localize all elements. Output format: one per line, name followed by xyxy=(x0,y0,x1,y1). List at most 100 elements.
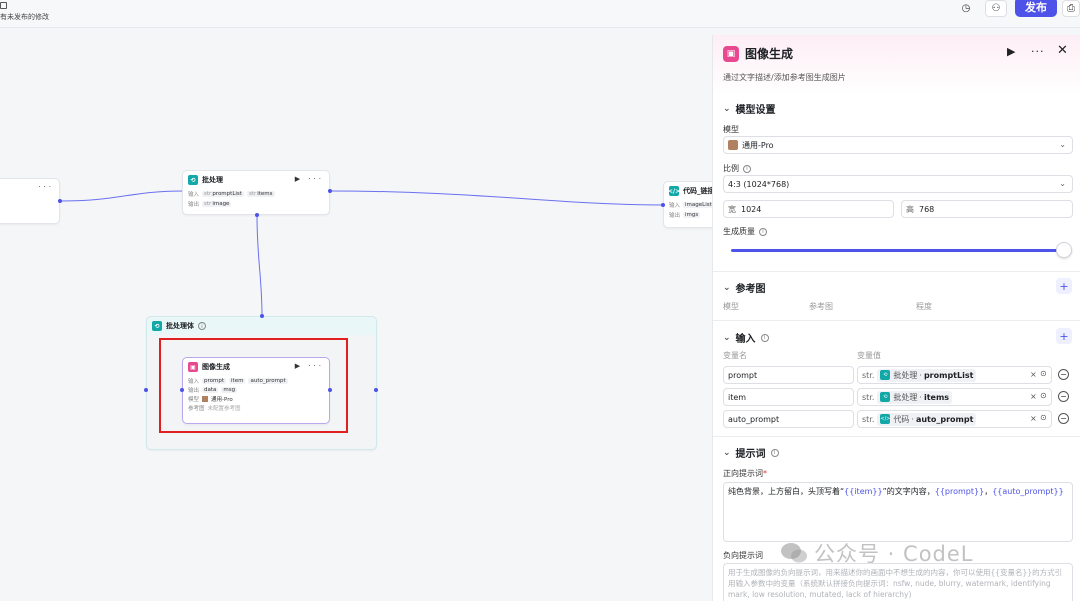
collaborator-icon[interactable]: ⚇ xyxy=(985,0,1007,17)
top-bar: 有未发布的修改 ◷ ⚇ 发布 ⎙ xyxy=(0,0,1080,28)
unpublished-notice[interactable]: 有未发布的修改 xyxy=(0,2,49,22)
input-value-field[interactable]: str. ⟲ 批处理 · promptList × ⊙ xyxy=(857,366,1052,384)
history-icon[interactable]: ◷ xyxy=(961,3,971,14)
image-node-title: 图像生成 xyxy=(202,363,230,371)
chevron-down-icon: ⌄ xyxy=(1059,179,1066,188)
close-icon[interactable]: ✕ xyxy=(1057,43,1068,58)
positive-prompt-input[interactable]: 纯色背景，上方留白，头顶写着“{{item}}”的文字内容，{{prompt}}… xyxy=(723,482,1073,542)
add-input-button[interactable]: + xyxy=(1056,328,1072,344)
info-icon[interactable]: i xyxy=(760,333,769,342)
quality-slider-handle[interactable] xyxy=(1056,242,1072,258)
variable-ref-chip: ⟲ 批处理 · items xyxy=(877,390,953,404)
remove-input-button[interactable]: − xyxy=(1058,369,1069,380)
edge-batch-to-code xyxy=(329,190,664,206)
ratio-label: 比例 i xyxy=(723,163,751,174)
model-settings-header[interactable]: ⌄ 模型设置 xyxy=(723,103,776,117)
width-field[interactable]: 宽 1024 xyxy=(723,200,894,218)
node-config-panel: ▣ 图像生成 ▶ ··· ✕ 通过文字描述/添加参考图生成图片 ⌄ 模型设置 模… xyxy=(712,35,1080,601)
edges-layer xyxy=(59,190,664,394)
wechat-icon xyxy=(781,543,807,563)
divider xyxy=(713,271,1080,272)
more-icon[interactable]: ··· xyxy=(38,183,54,191)
reference-header[interactable]: ⌄ 参考图 xyxy=(723,282,766,296)
model-select[interactable]: 通用-Pro ⌄ xyxy=(723,136,1073,154)
node-actions[interactable]: ▶ ··· xyxy=(294,362,324,370)
port[interactable] xyxy=(328,189,332,193)
input-name-field[interactable]: prompt xyxy=(723,366,854,384)
clear-icon[interactable]: × xyxy=(1030,370,1037,379)
chevron-down-icon: ⌄ xyxy=(723,103,731,114)
batch-node-title: 批处理 xyxy=(202,176,223,184)
port[interactable] xyxy=(661,203,665,207)
batch-body-title: 批处理体 xyxy=(166,322,194,330)
model-avatar xyxy=(728,140,738,150)
model-avatar xyxy=(202,395,209,402)
input-value-field[interactable]: str. </> 代码 · auto_prompt × ⊙ xyxy=(857,410,1052,428)
port[interactable] xyxy=(255,213,259,217)
settings-icon[interactable]: ⊙ xyxy=(1040,369,1047,378)
code-icon: </> xyxy=(667,186,681,196)
divider xyxy=(713,320,1080,321)
image-icon: ▣ xyxy=(723,46,739,62)
batch-icon: ⟲ xyxy=(152,321,162,331)
clear-icon[interactable]: × xyxy=(1030,392,1037,401)
add-reference-button[interactable]: + xyxy=(1056,278,1072,294)
chevron-down-icon: ⌄ xyxy=(1059,140,1066,149)
variable-ref-chip: </> 代码 · auto_prompt xyxy=(877,412,977,426)
batch-icon: ⟲ xyxy=(880,392,891,402)
height-field[interactable]: 高 768 xyxy=(901,200,1073,218)
port[interactable] xyxy=(260,314,264,318)
param-tag: stritems xyxy=(246,191,275,197)
positive-prompt-label: 正向提示词* xyxy=(723,469,767,478)
more-icon[interactable]: ··· xyxy=(1031,45,1045,58)
batch-icon: ⟲ xyxy=(880,370,891,380)
image-icon: ▣ xyxy=(188,362,198,372)
image-gen-node[interactable]: ▣ 图像生成 ▶ ··· 输入 prompt item auto_prompt … xyxy=(182,357,330,424)
batch-output-row: 输出 strimage xyxy=(188,201,232,208)
param-tag: strimage xyxy=(202,201,232,207)
port[interactable] xyxy=(58,199,62,203)
left-node[interactable]: ··· xyxy=(0,178,60,224)
publish-button[interactable]: 发布 xyxy=(1015,0,1057,17)
code-icon: </> xyxy=(880,414,891,424)
unpublished-text: 有未发布的修改 xyxy=(0,13,49,21)
remove-input-button[interactable]: − xyxy=(1058,413,1069,424)
input-name-field[interactable]: item xyxy=(723,388,854,406)
edge-left-to-batch xyxy=(59,190,184,202)
export-icon[interactable]: ⎙ xyxy=(1062,0,1080,17)
divider xyxy=(713,436,1080,437)
chevron-down-icon: ⌄ xyxy=(723,282,731,293)
param-tag: strpromptList xyxy=(202,191,244,197)
batch-node[interactable]: ⟲ 批处理 ▶ ··· 输入 strpromptList stritems 输出… xyxy=(182,170,330,215)
port[interactable] xyxy=(328,388,332,392)
quality-label: 生成质量 i xyxy=(723,226,767,237)
clear-icon[interactable]: × xyxy=(1030,414,1037,423)
info-icon[interactable]: i xyxy=(743,164,751,173)
batch-icon: ⟲ xyxy=(188,175,198,185)
info-icon[interactable]: i xyxy=(198,322,206,330)
panel-description: 通过文字描述/添加参考图生成图片 xyxy=(723,73,846,82)
settings-icon[interactable]: ⊙ xyxy=(1040,413,1047,422)
port[interactable] xyxy=(144,388,148,392)
panel-title: 图像生成 xyxy=(745,47,794,61)
port[interactable] xyxy=(374,388,378,392)
node-actions[interactable]: ▶ ··· xyxy=(294,175,324,183)
prompt-header[interactable]: ⌄ 提示词 i xyxy=(723,445,779,460)
remove-input-button[interactable]: − xyxy=(1058,391,1069,402)
input-value-field[interactable]: str. ⟲ 批处理 · items × ⊙ xyxy=(857,388,1052,406)
settings-icon[interactable]: ⊙ xyxy=(1040,391,1047,400)
info-icon[interactable]: i xyxy=(770,448,779,457)
chevron-down-icon: ⌄ xyxy=(723,447,731,458)
input-name-field[interactable]: auto_prompt xyxy=(723,410,854,428)
chevron-down-icon: ⌄ xyxy=(723,332,731,343)
negative-prompt-input[interactable]: 用于生成图像的负向提示词，用来描述你的画面中不想生成的内容，你可以使用{{变量名… xyxy=(723,563,1073,601)
ratio-select[interactable]: 4:3 (1024*768) ⌄ xyxy=(723,175,1073,193)
run-icon[interactable]: ▶ xyxy=(1007,45,1016,58)
workflow-canvas[interactable]: ··· ⟲ 批处理 ▶ ··· 输入 strpromptList stritem… xyxy=(0,28,723,601)
quality-slider-track[interactable] xyxy=(731,249,1063,252)
port[interactable] xyxy=(180,388,184,392)
model-label: 模型 xyxy=(723,125,739,134)
input-header[interactable]: ⌄ 输入 i xyxy=(723,330,769,345)
variable-ref-chip: ⟲ 批处理 · promptList xyxy=(877,368,977,382)
info-icon[interactable]: i xyxy=(759,227,767,236)
